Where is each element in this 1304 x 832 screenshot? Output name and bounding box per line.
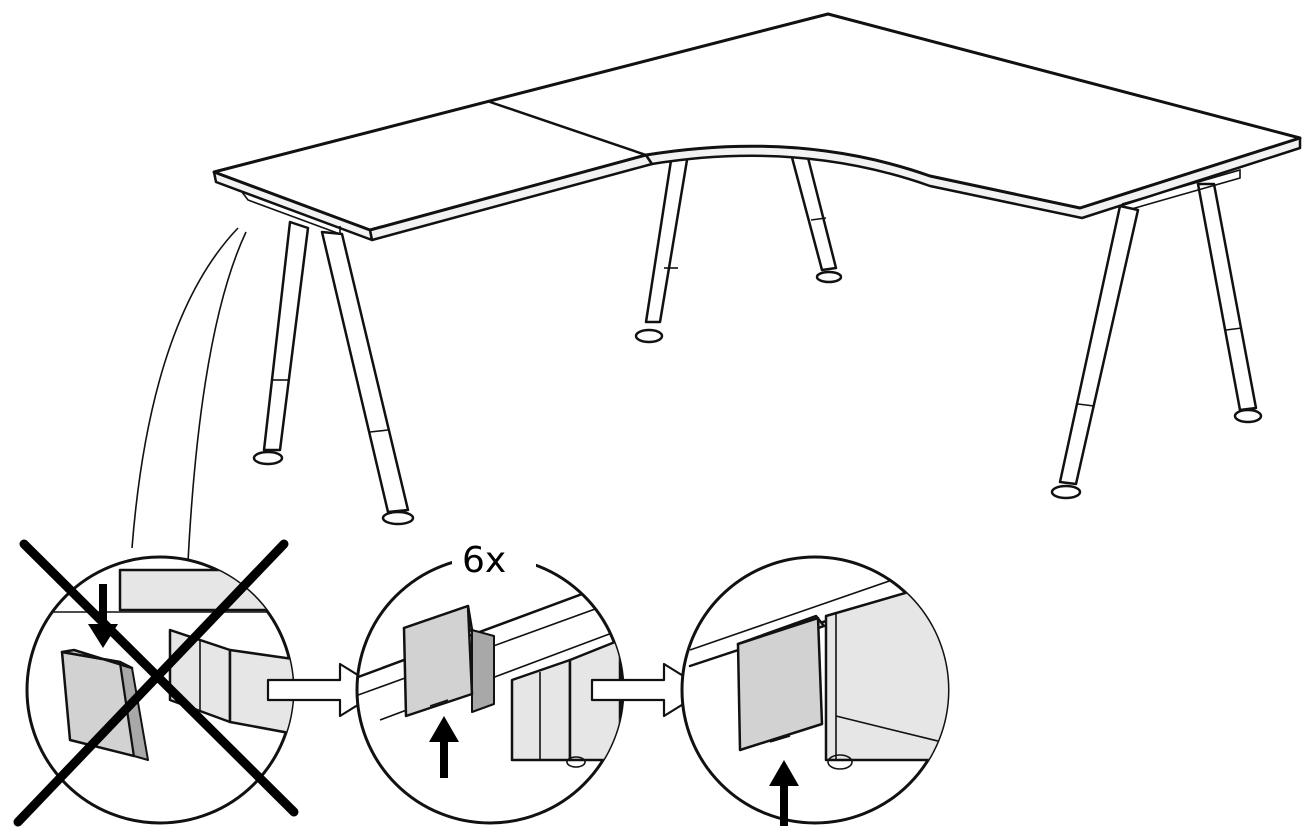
incorrect-cross-icon xyxy=(13,539,299,827)
detail-callout-lines xyxy=(131,227,247,563)
desk-leg-front-right xyxy=(1050,204,1140,500)
desk-leg-front-left-1 xyxy=(252,220,310,466)
desk-leg-back-right xyxy=(788,148,843,284)
corner-desk xyxy=(212,12,1302,526)
desk-panel-seam xyxy=(488,100,648,157)
desk-leg-far-right xyxy=(1196,182,1263,424)
detail-step-wrong xyxy=(13,539,299,827)
quantity-label: 6x xyxy=(462,540,506,581)
desk-leg-front-left-2 xyxy=(320,230,415,526)
desk-leg-back-middle xyxy=(634,152,690,344)
desk-top xyxy=(212,12,1302,242)
detail-step-insert: 6x xyxy=(355,536,625,825)
push-up-arrow xyxy=(429,716,459,778)
detail-step-result xyxy=(680,555,950,826)
push-up-arrow-result xyxy=(769,760,799,826)
